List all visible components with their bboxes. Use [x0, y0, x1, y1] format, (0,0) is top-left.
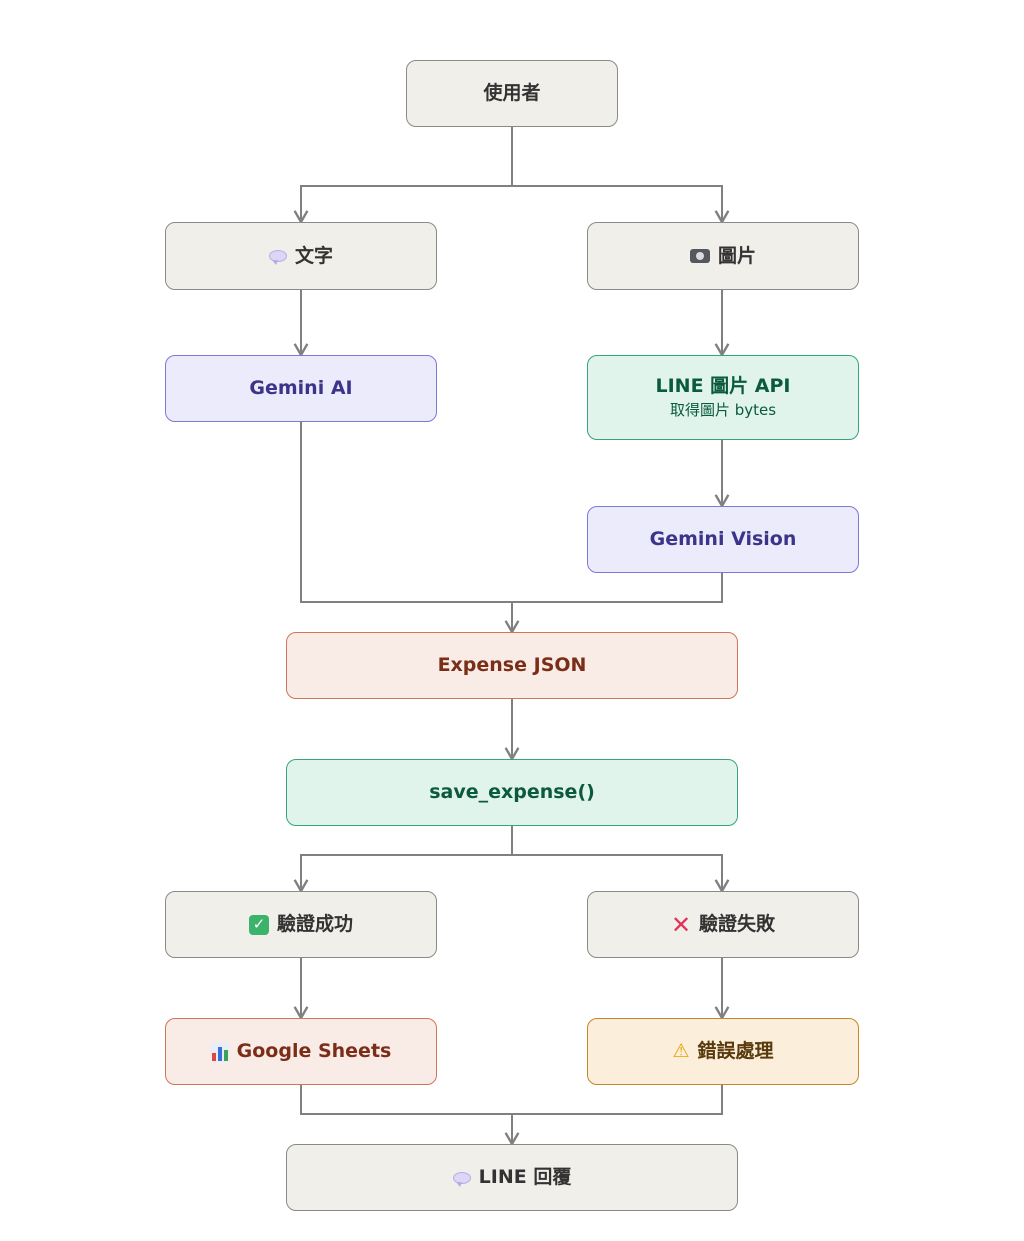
bar-chart-icon — [210, 1041, 229, 1062]
node-google-sheets: Google Sheets — [165, 1018, 437, 1085]
node-text: 文字 — [165, 222, 437, 290]
node-image: 圖片 — [587, 222, 859, 290]
camera-icon — [689, 249, 710, 263]
node-image-label: 圖片 — [717, 244, 756, 267]
speech-bubble-icon — [268, 250, 287, 265]
edge-gemini-vision-to-merge — [512, 573, 723, 603]
warning-icon: ⚠ — [672, 1040, 690, 1062]
edge-error-to-merge — [512, 1085, 723, 1115]
edge-split-to-image — [512, 185, 730, 225]
node-valid-fail-label: 驗證失敗 — [699, 913, 776, 936]
check-box-icon: ✓ — [248, 914, 269, 935]
node-expense-json-label: Expense JSON — [437, 654, 587, 677]
edge-gemini-ai-to-merge — [300, 422, 512, 603]
node-error-handling: ⚠ 錯誤處理 — [587, 1018, 859, 1085]
node-error-handling-label: 錯誤處理 — [697, 1040, 774, 1063]
edge-split-to-valid-ok — [293, 854, 512, 894]
node-valid-ok: ✓ 驗證成功 — [165, 891, 437, 958]
node-gemini-ai: Gemini AI — [165, 355, 437, 422]
node-line-reply-label: LINE 回覆 — [478, 1166, 572, 1189]
node-expense-json: Expense JSON — [286, 632, 738, 699]
cross-mark-icon: ✕ — [670, 910, 692, 939]
node-line-reply: LINE 回覆 — [286, 1144, 738, 1211]
node-line-image-api-sublabel: 取得圖片 bytes — [669, 401, 777, 420]
node-save-expense-label: save_expense() — [429, 781, 595, 804]
node-valid-fail: ✕ 驗證失敗 — [587, 891, 859, 958]
speech-bubble-icon — [452, 1171, 471, 1187]
node-line-image-api: LINE 圖片 API 取得圖片 bytes — [587, 355, 859, 440]
node-gemini-ai-label: Gemini AI — [249, 377, 353, 400]
node-gemini-vision: Gemini Vision — [587, 506, 859, 573]
edge-split-to-valid-fail — [512, 854, 730, 894]
node-save-expense: save_expense() — [286, 759, 738, 826]
node-text-label: 文字 — [294, 244, 333, 267]
node-google-sheets-label: Google Sheets — [236, 1040, 392, 1063]
node-gemini-vision-label: Gemini Vision — [649, 528, 797, 551]
edge-split-to-text — [293, 185, 512, 225]
edge-sheets-to-merge — [300, 1085, 512, 1115]
node-user: 使用者 — [406, 60, 618, 127]
node-line-image-api-label: LINE 圖片 API — [655, 375, 791, 398]
node-valid-ok-label: 驗證成功 — [276, 913, 353, 936]
node-user-label: 使用者 — [483, 82, 541, 105]
